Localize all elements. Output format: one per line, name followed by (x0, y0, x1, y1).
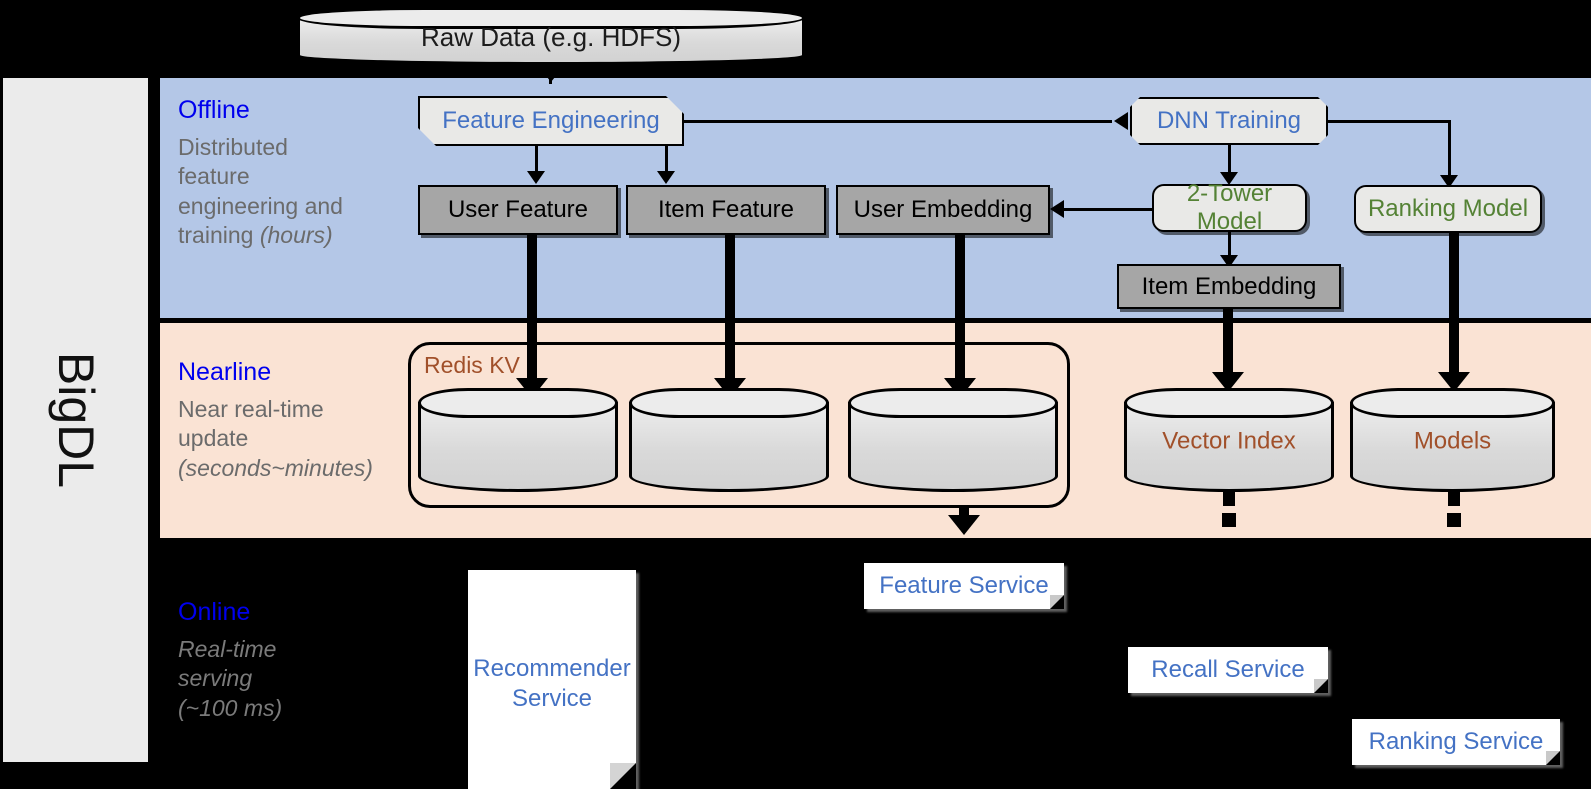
service-recall-label: Recall Service (1151, 656, 1305, 683)
node-user-embedding[interactable]: User Embedding (836, 185, 1050, 235)
cylinder-models: Models (1350, 388, 1555, 492)
node-2-tower-model[interactable]: 2-Tower Model (1152, 180, 1307, 235)
cylinder-item-feature-store-top (629, 388, 829, 418)
node-user-embedding-label: User Embedding (853, 196, 1033, 223)
node-dnn-training[interactable]: DNN Training (1130, 97, 1328, 145)
raw-data-cylinder-top (297, 7, 805, 29)
nearline-subtitle: Near real-time update (seconds~minutes) (178, 395, 413, 483)
redis-kv-container (408, 342, 1070, 508)
cylinder-user-feature-store (418, 388, 618, 492)
online-label-block: Online Real-time serving (~100 ms) (178, 598, 413, 723)
offline-subtitle: Distributed feature engineering and trai… (178, 133, 413, 251)
service-recommender[interactable]: Recommender Service (468, 570, 636, 789)
redis-kv-label: Redis KV (424, 352, 520, 378)
online-title: Online (178, 598, 251, 626)
link-fe-to-dnn-head (1114, 112, 1128, 130)
offline-title: Offline (178, 96, 250, 124)
cylinder-models-top (1350, 388, 1555, 418)
cylinder-vector-index-top (1124, 388, 1334, 418)
service-ranking-label: Ranking Service (1368, 728, 1544, 755)
offline-sub-l1: Distributed (178, 134, 288, 160)
nearline-sub-em: (seconds~minutes) (178, 454, 373, 481)
node-item-embedding-label: Item Embedding (1141, 272, 1317, 300)
connector-redis-to-feature-service-shaft (959, 505, 969, 519)
cylinder-user-embedding-store-top (848, 388, 1058, 418)
connector-vector-index-stub-1 (1223, 492, 1235, 506)
service-recommender-label: Recommender Service (473, 654, 630, 713)
offline-sub-em: (hours) (259, 222, 333, 249)
page-fold-icon (1050, 595, 1064, 609)
connector-models-stub-1 (1448, 492, 1460, 506)
cylinder-user-feature-store-top (418, 388, 618, 418)
arrow-2tower-to-user-embedding-shaft (1062, 208, 1152, 211)
connector-redis-to-feature-service-head (948, 515, 980, 535)
page-fold-icon (1314, 679, 1328, 693)
node-feature-engineering[interactable]: Feature Engineering (418, 96, 684, 146)
offline-sub-l4: training (178, 222, 260, 249)
bigdl-label: BigDL (47, 351, 104, 489)
node-ranking-model[interactable]: Ranking Model (1354, 185, 1542, 233)
connector-models-stub-2 (1447, 513, 1461, 527)
arrow-dnn-to-ranking-h (1328, 120, 1450, 123)
page-fold-icon (610, 763, 636, 789)
thick-arrow-item-embedding-head (1212, 372, 1244, 392)
raw-data-label: Raw Data (e.g. HDFS) (420, 22, 682, 53)
cylinder-vector-index-label: Vector Index (1162, 427, 1296, 455)
nearline-label-block: Nearline Near real-time update (seconds~… (178, 358, 413, 483)
node-2-tower-model-label: 2-Tower Model (1186, 180, 1273, 235)
service-recommender-line1: Recommender (473, 655, 631, 683)
thick-arrow-ranking-model-head (1438, 372, 1470, 392)
arrow-dnn-to-ranking-head (1440, 175, 1458, 188)
thick-arrow-user-feature-shaft (527, 235, 537, 385)
raw-data-cylinder: Raw Data (e.g. HDFS) (297, 7, 805, 65)
service-feature[interactable]: Feature Service (864, 563, 1064, 609)
node-item-feature-label: Item Feature (657, 196, 795, 223)
arrow-rawdata-to-fe-head (535, 62, 567, 82)
nearline-title: Nearline (178, 358, 272, 386)
service-recommender-line2: Service (511, 684, 593, 712)
arrow-dnn-to-2tower-head (1220, 172, 1238, 185)
service-recall[interactable]: Recall Service (1128, 647, 1328, 693)
arrow-2tower-to-user-embedding-head (1050, 200, 1064, 218)
online-sub-l1: Real-time (178, 636, 277, 662)
nearline-sub-l1: Near real-time (178, 396, 324, 422)
thick-arrow-ranking-model-shaft (1449, 233, 1459, 381)
node-ranking-model-label: Ranking Model (1367, 195, 1529, 222)
offline-sub-l3: engineering and (178, 192, 343, 219)
thick-arrow-item-feature-shaft (725, 235, 735, 385)
nearline-sub-l2: update (178, 425, 249, 452)
offline-label-block: Offline Distributed feature engineering … (178, 96, 413, 251)
cylinder-vector-index: Vector Index (1124, 388, 1334, 492)
node-user-feature[interactable]: User Feature (418, 185, 618, 235)
arrow-dnn-to-2tower-shaft (1228, 145, 1231, 175)
service-feature-label: Feature Service (879, 572, 1049, 599)
cylinder-item-feature-store (629, 388, 829, 492)
arrow-fe-to-item-feature-shaft (665, 146, 668, 174)
offline-sub-l2: feature (178, 163, 250, 190)
arrow-2tower-to-item-embedding-shaft (1228, 232, 1231, 260)
connector-vector-index-stub-2 (1222, 513, 1236, 527)
node-feature-engineering-label: Feature Engineering (442, 107, 660, 134)
link-fe-to-dnn (684, 120, 1112, 123)
node-dnn-training-label: DNN Training (1156, 107, 1302, 134)
service-ranking[interactable]: Ranking Service (1352, 719, 1560, 765)
thick-arrow-item-embedding-shaft (1223, 309, 1233, 379)
online-sub-em: (~100 ms) (178, 694, 283, 721)
bigdl-panel: BigDL (3, 78, 148, 762)
node-item-feature[interactable]: Item Feature (626, 185, 826, 235)
arrow-fe-to-user-feature-shaft (535, 146, 538, 174)
arrow-fe-to-user-feature-head (527, 171, 545, 184)
online-subtitle: Real-time serving (~100 ms) (178, 635, 413, 723)
online-sub-l2: serving (178, 665, 253, 692)
node-item-embedding[interactable]: Item Embedding (1117, 264, 1341, 309)
arrow-fe-to-item-feature-head (657, 171, 675, 184)
node-user-feature-label: User Feature (447, 196, 589, 223)
page-fold-icon (1546, 751, 1560, 765)
thick-arrow-user-embedding-shaft (955, 235, 965, 385)
arrow-dnn-to-ranking-v (1448, 120, 1451, 178)
cylinder-models-label: Models (1413, 427, 1492, 455)
cylinder-user-embedding-store (848, 388, 1058, 492)
